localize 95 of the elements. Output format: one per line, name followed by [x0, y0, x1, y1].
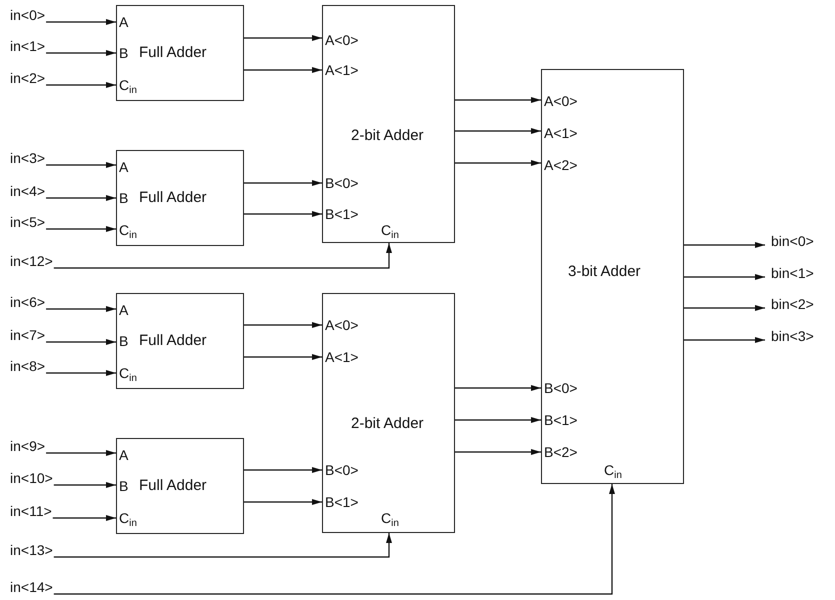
signal-arrow	[455, 128, 541, 134]
signal-arrow	[455, 385, 541, 391]
signal-label: bin<2>	[771, 296, 814, 312]
signal-arrow	[244, 499, 322, 505]
signal-label: bin<3>	[771, 328, 814, 344]
signal-arrow	[684, 274, 765, 280]
port-label: C$_{in}$	[119, 510, 137, 526]
signal-label: bin<0>	[771, 233, 814, 249]
signal-arrow	[54, 243, 392, 269]
adder-block	[541, 69, 684, 484]
port-label: B<1>	[544, 412, 578, 428]
port-label: B	[119, 478, 128, 494]
port-label: A<1>	[325, 349, 358, 365]
signal-label: in<10>	[10, 470, 53, 486]
signal-arrow	[46, 339, 116, 345]
signal-arrow	[244, 211, 322, 217]
signal-label: in<14>	[10, 579, 53, 595]
port-label: B	[119, 333, 128, 349]
signal-arrow	[46, 306, 116, 312]
port-label: C$_{in}$	[604, 462, 622, 478]
signal-label: in<11>	[10, 503, 52, 519]
signal-label: in<8>	[10, 358, 46, 374]
signal-arrow	[684, 305, 765, 311]
port-label: B	[119, 45, 128, 61]
signal-arrow	[244, 354, 322, 360]
signal-label: in<12>	[10, 253, 53, 269]
signal-arrow	[244, 322, 322, 328]
block-title: Full Adder	[139, 45, 207, 61]
block-title: 2-bit Adder	[351, 128, 424, 144]
port-label: B	[119, 190, 128, 206]
signal-label: in<9>	[10, 438, 46, 454]
port-label: B<0>	[325, 462, 358, 478]
port-label: C$_{in}$	[119, 77, 137, 93]
signal-arrow	[46, 195, 116, 201]
signal-label: in<2>	[10, 70, 46, 86]
port-label: A	[119, 159, 128, 175]
port-label: A	[119, 14, 128, 30]
port-label: A	[119, 447, 128, 463]
block-title: Full Adder	[139, 333, 207, 349]
adder-block	[322, 293, 455, 533]
signal-arrow	[46, 370, 116, 376]
block-title: Full Adder	[139, 478, 207, 494]
signal-label: in<13>	[10, 542, 53, 558]
signal-arrow	[684, 337, 765, 343]
signal-label: in<3>	[10, 150, 46, 166]
signal-arrow	[455, 160, 541, 166]
signal-label: in<7>	[10, 327, 46, 343]
signal-arrow	[455, 449, 541, 455]
port-label: A<0>	[325, 32, 358, 48]
port-label: A<0>	[544, 93, 578, 109]
signal-arrow	[455, 97, 541, 103]
port-label: B<2>	[544, 444, 578, 460]
adder-block	[116, 5, 244, 101]
port-label: C$_{in}$	[381, 222, 399, 238]
signal-label: in<0>	[10, 7, 46, 23]
signal-arrow	[54, 484, 615, 595]
signal-arrow	[46, 19, 116, 25]
adder-block	[116, 150, 244, 246]
adder-block	[116, 438, 244, 534]
port-label: C$_{in}$	[381, 510, 399, 526]
block-title: Full Adder	[139, 190, 207, 206]
signal-arrow	[684, 242, 765, 248]
signal-arrow	[244, 67, 322, 73]
port-label: B<1>	[325, 494, 358, 510]
signal-arrow	[46, 82, 116, 88]
port-label: A	[119, 302, 128, 318]
signal-arrow	[46, 226, 116, 232]
signal-arrow	[244, 35, 322, 41]
adder-block	[322, 5, 455, 243]
signal-arrow	[54, 482, 116, 488]
signal-arrow	[46, 162, 116, 168]
signal-label: bin<1>	[771, 265, 814, 281]
signal-arrow	[244, 180, 322, 186]
port-label: A<0>	[325, 317, 358, 333]
port-label: C$_{in}$	[119, 365, 137, 381]
port-label: B<1>	[325, 206, 358, 222]
block-title: 3-bit Adder	[568, 264, 641, 280]
block-title: 2-bit Adder	[351, 416, 424, 432]
signal-arrow	[46, 450, 116, 456]
port-label: A<2>	[544, 157, 578, 173]
signal-label: in<1>	[10, 38, 46, 54]
adder-block	[116, 293, 244, 389]
signal-arrow	[244, 467, 322, 473]
port-label: B<0>	[325, 175, 358, 191]
port-label: A<1>	[325, 62, 358, 78]
signal-arrow	[52, 515, 116, 521]
signal-arrow	[54, 533, 392, 558]
port-label: A<1>	[544, 125, 578, 141]
port-label: B<0>	[544, 380, 578, 396]
signal-label: in<5>	[10, 214, 46, 230]
signal-label: in<4>	[10, 183, 46, 199]
signal-arrow	[46, 50, 116, 56]
signal-label: in<6>	[10, 294, 46, 310]
signal-arrow	[455, 417, 541, 423]
port-label: C$_{in}$	[119, 222, 137, 238]
